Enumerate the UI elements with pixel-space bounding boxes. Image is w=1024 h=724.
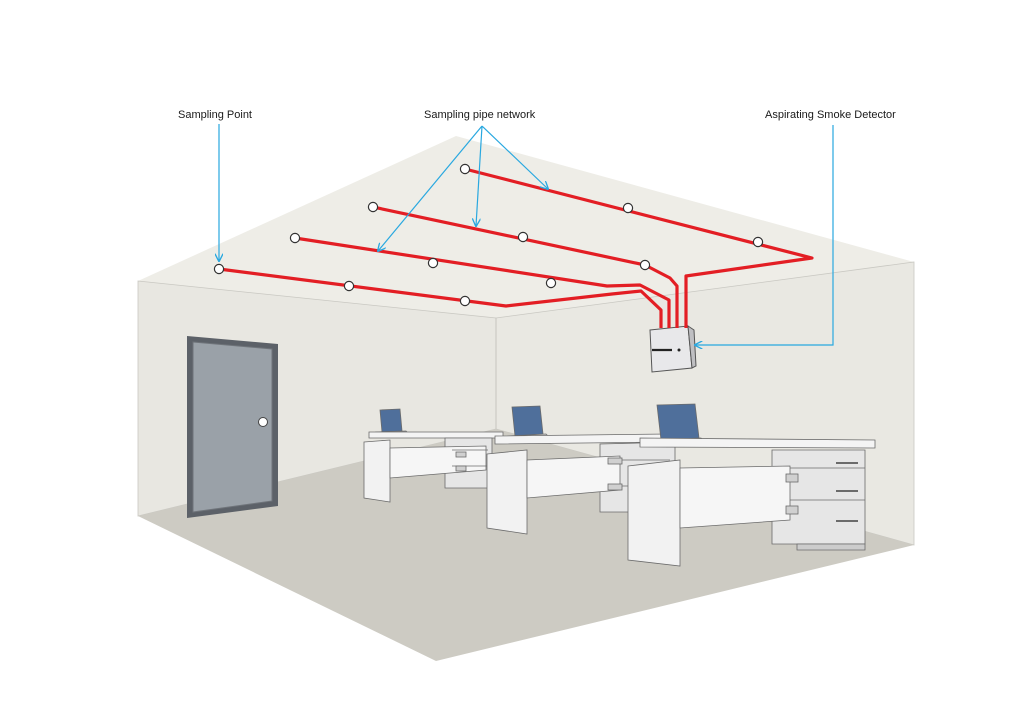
sampling-point [639,259,651,271]
pipe-2 [294,236,671,328]
sampling-point [517,231,529,243]
callout-smoke-detector [695,125,834,345]
desk-1 [363,408,504,503]
aspirating-smoke-detector-unit [649,325,697,373]
callout-pipe-network-c [481,125,548,189]
sampling-point [213,263,225,275]
sampling-point [459,295,471,307]
callout-pipe-network-b [476,125,483,226]
sampling-point [752,236,764,248]
pipe-3 [372,205,679,328]
sampling-point [367,201,379,213]
sampling-point [622,202,634,214]
sampling-point [427,257,439,269]
pipe-1 [218,267,663,328]
pipe-4 [464,167,814,328]
callout-pipe-network-a [378,125,483,251]
sampling-point [289,232,301,244]
sampling-point [545,277,557,289]
floor [138,429,914,661]
desk-3 [627,403,876,567]
sampling-pipe-network-label: Sampling pipe network [424,109,536,121]
sampling-pipe-network [218,167,814,328]
sampling-point-label: Sampling Point [178,109,252,121]
sampling-points [213,163,764,307]
door [187,336,278,518]
sampling-point [343,280,355,292]
callout-lines [219,124,834,345]
sampling-point [459,163,471,175]
door-handle [258,417,268,427]
aspirating-smoke-detector-label: Aspirating Smoke Detector [765,109,896,121]
